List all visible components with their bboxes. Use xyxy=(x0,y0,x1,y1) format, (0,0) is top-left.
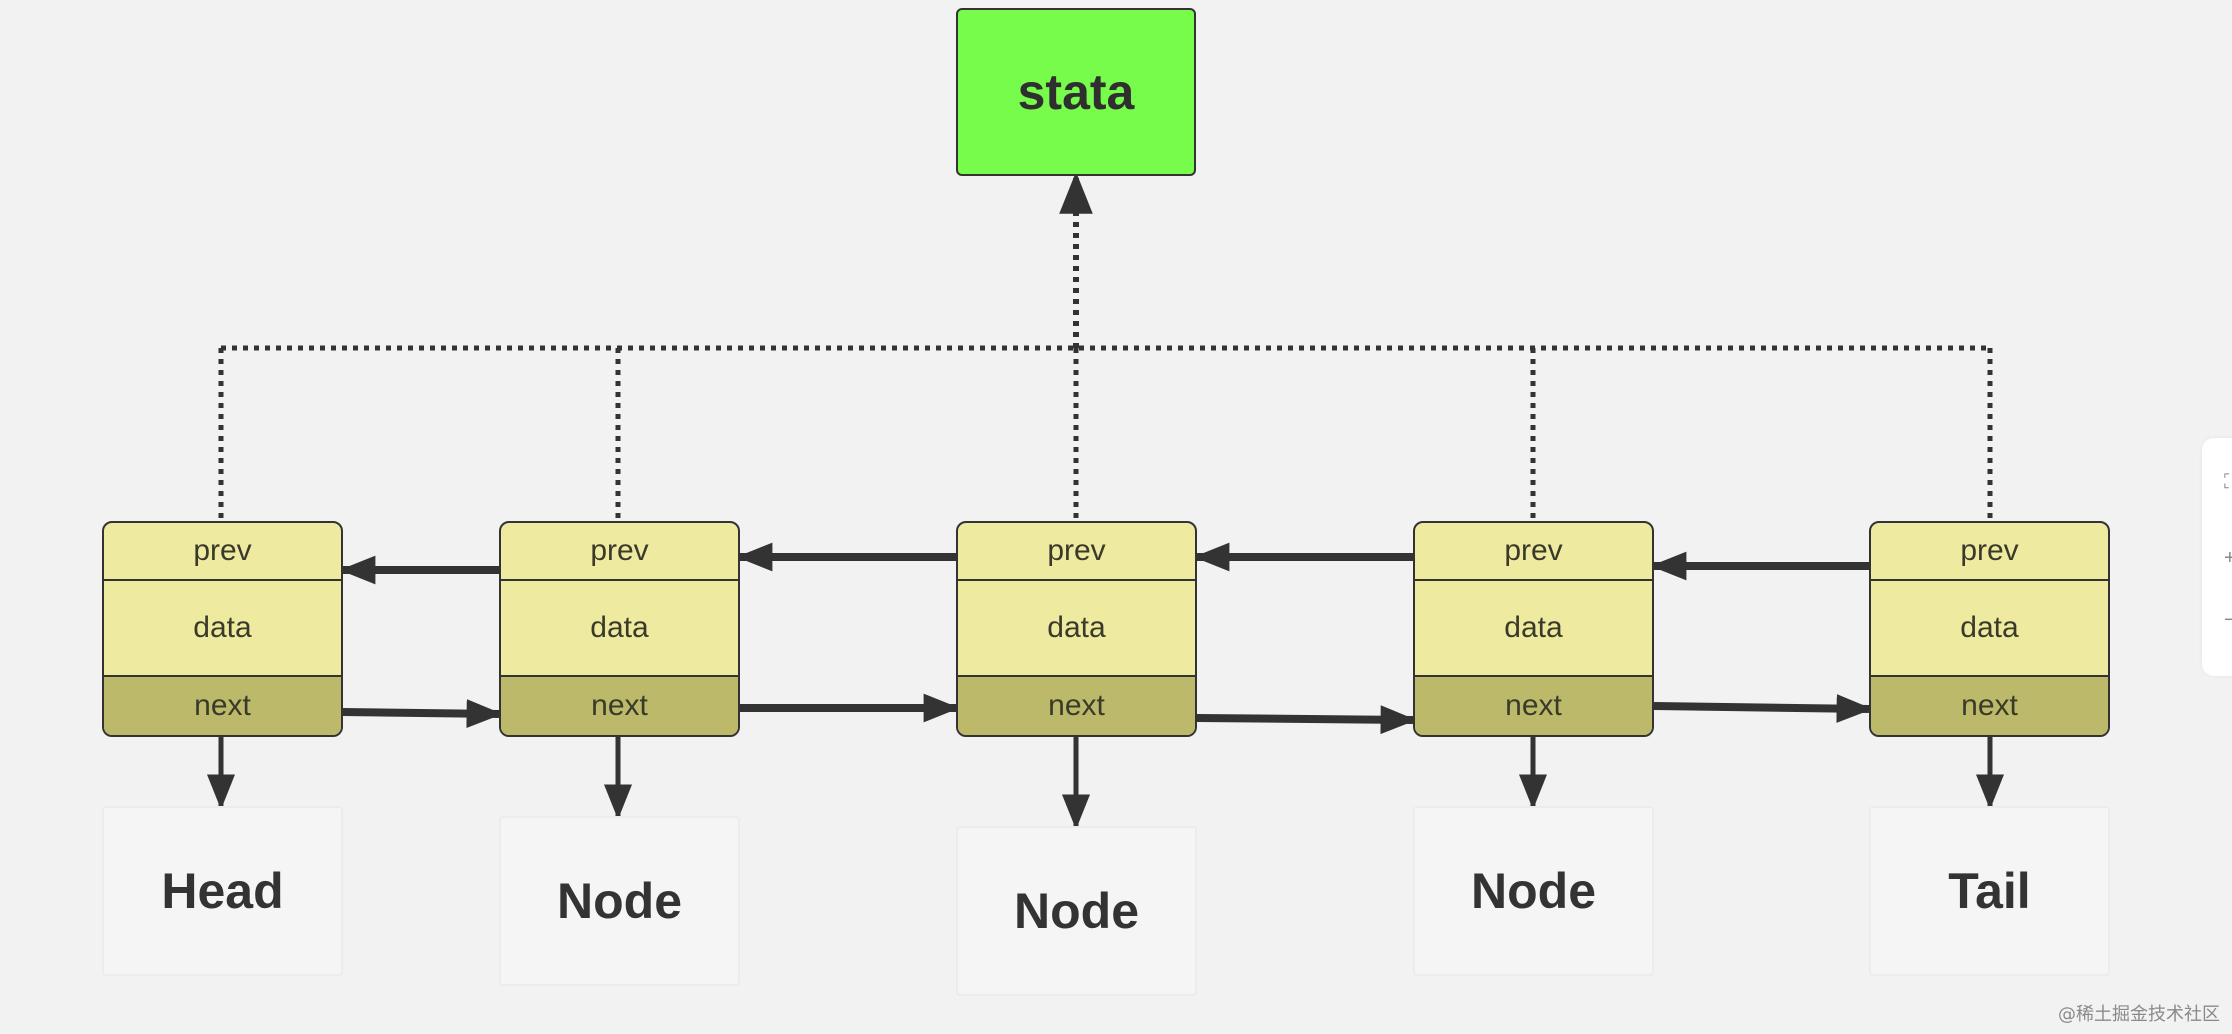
zoom-toolbar[interactable]: ⛶ + − xyxy=(2202,438,2232,676)
prev-field: prev xyxy=(958,523,1195,581)
state-label: stata xyxy=(1017,64,1135,120)
prev-field: prev xyxy=(501,523,738,581)
label-box-2: Node xyxy=(499,816,740,986)
fit-screen-icon[interactable]: ⛶ xyxy=(2224,471,2232,493)
next-field: next xyxy=(1415,677,1652,735)
data-field: data xyxy=(1415,581,1652,677)
next-field: next xyxy=(501,677,738,735)
node-label: Tail xyxy=(1948,863,2031,919)
list-node-4: prev data next xyxy=(1413,521,1654,737)
node-label: Node xyxy=(557,873,682,929)
data-field: data xyxy=(1871,581,2108,677)
label-box-4: Node xyxy=(1413,806,1654,976)
zoom-out-icon[interactable]: − xyxy=(2224,609,2232,631)
next-arrow-4 xyxy=(1653,694,1873,723)
list-node-head: prev data next xyxy=(102,521,343,737)
list-node-2: prev data next xyxy=(499,521,740,737)
state-box: stata xyxy=(956,8,1196,176)
node-label: Node xyxy=(1014,883,1139,939)
label-box-head: Head xyxy=(102,806,343,976)
node-label: Head xyxy=(161,863,284,919)
next-field: next xyxy=(958,677,1195,735)
list-node-tail: prev data next xyxy=(1869,521,2110,737)
label-box-3: Node xyxy=(956,826,1197,996)
list-node-3: prev data next xyxy=(956,521,1197,737)
watermark: @稀土掘金技术社区 xyxy=(2058,1004,2220,1025)
data-field: data xyxy=(104,581,341,677)
next-field: next xyxy=(1871,677,2108,735)
data-field: data xyxy=(501,581,738,677)
prev-field: prev xyxy=(1415,523,1652,581)
node-label: Node xyxy=(1471,863,1596,919)
next-arrow-1 xyxy=(342,699,503,728)
next-arrow-3 xyxy=(1196,705,1417,735)
next-field: next xyxy=(104,677,341,735)
zoom-in-icon[interactable]: + xyxy=(2224,547,2232,569)
prev-field: prev xyxy=(1871,523,2108,581)
prev-field: prev xyxy=(104,523,341,581)
label-box-tail: Tail xyxy=(1869,806,2110,976)
data-field: data xyxy=(958,581,1195,677)
